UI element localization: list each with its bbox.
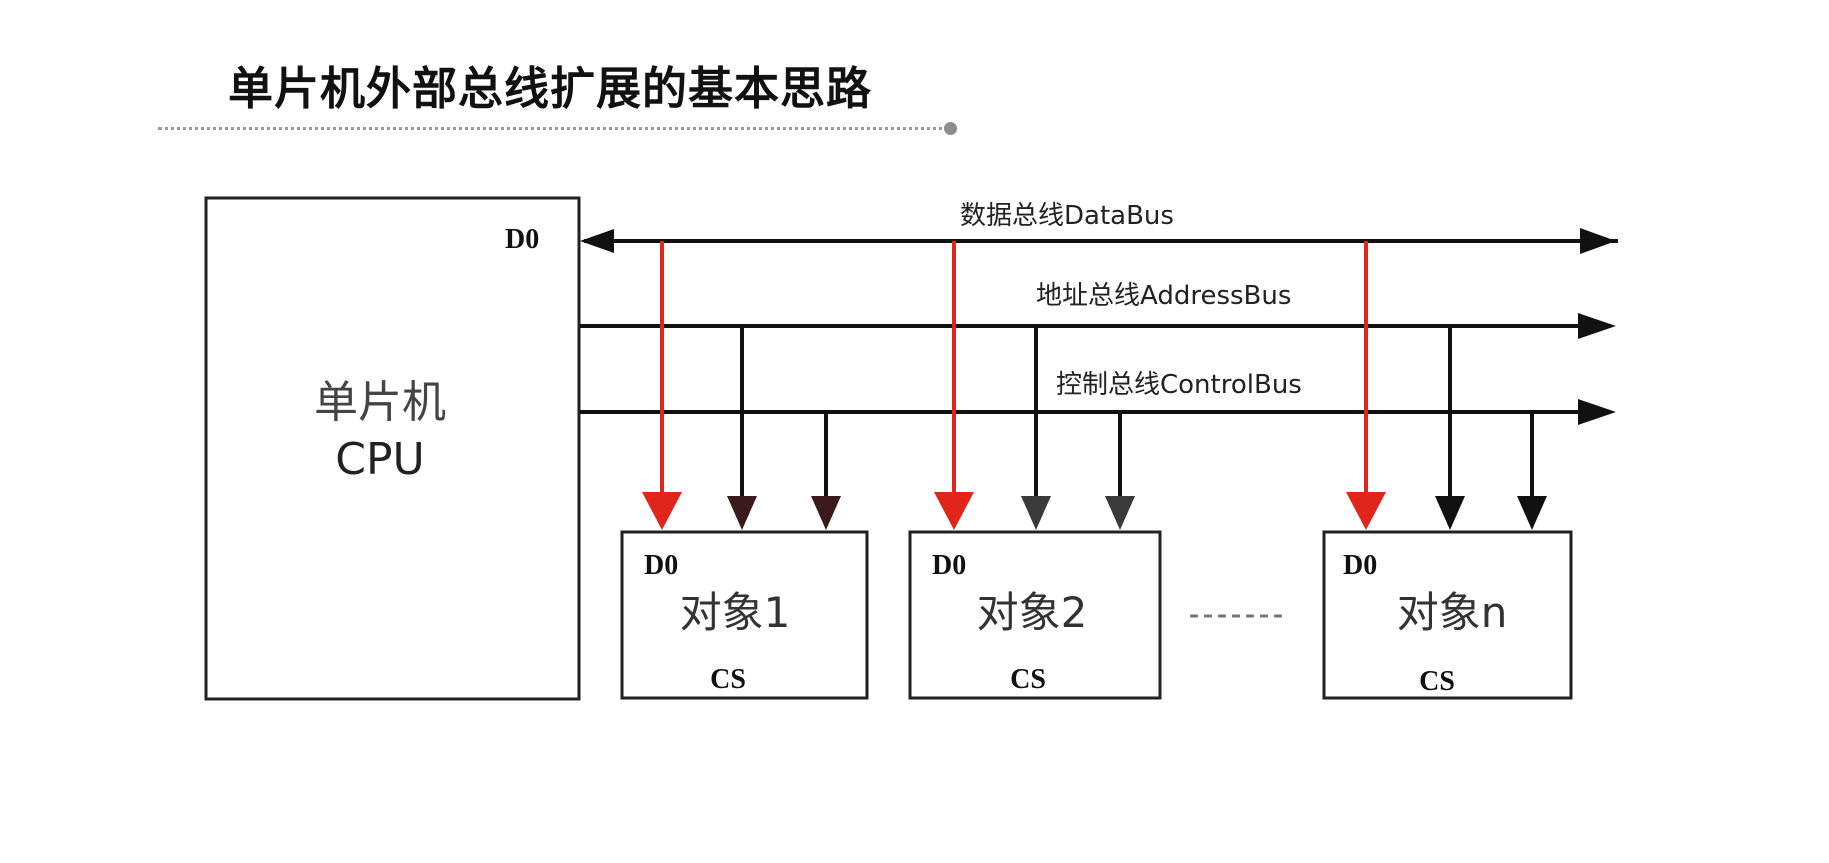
device-n-address-arrowhead [1435, 496, 1465, 530]
device-n-control-arrowhead [1517, 496, 1547, 530]
cpu-block: D0 单片机 CPU [204, 196, 581, 701]
address-bus: 地址总线AddressBus [580, 281, 1616, 339]
device-1-address-arrowhead [727, 496, 757, 530]
device-2-label: 对象2 [977, 588, 1088, 637]
cpu-label-en: CPU [335, 434, 424, 485]
cpu-pin-d0: D0 [505, 224, 539, 255]
data-bus-left-arrowhead [580, 229, 614, 253]
device-1: D0 对象1 CS [620, 241, 869, 700]
data-bus-right-arrowhead [1580, 228, 1616, 254]
device-n-box [1322, 530, 1573, 700]
address-bus-arrowhead [1578, 313, 1616, 339]
device-2-pin-d0: D0 [932, 550, 966, 581]
device-1-pin-d0: D0 [644, 550, 678, 581]
device-n-pin-cs: CS [1419, 666, 1455, 697]
device-1-pin-cs: CS [710, 664, 746, 695]
device-n-label: 对象n [1397, 588, 1508, 637]
device-1-label: 对象1 [680, 588, 791, 637]
device-1-data-arrowhead [642, 492, 682, 530]
data-bus-label: 数据总线DataBus [960, 201, 1174, 231]
device-2-address-arrowhead [1021, 496, 1051, 530]
device-1-control-arrowhead [811, 496, 841, 530]
title-underline [158, 127, 950, 130]
slide-title: 单片机外部总线扩展的基本思路 [228, 62, 873, 115]
cpu-box [204, 196, 581, 701]
device-2-control-arrowhead [1105, 496, 1135, 530]
device-n-data-arrowhead [1346, 492, 1386, 530]
control-bus: 控制总线ControlBus [580, 370, 1616, 425]
device-2: D0 对象2 CS [908, 241, 1162, 700]
control-bus-arrowhead [1578, 399, 1616, 425]
title-underline-end-dot [944, 122, 957, 135]
device-n-pin-d0: D0 [1343, 550, 1377, 581]
data-bus: 数据总线DataBus [580, 201, 1618, 254]
cpu-label-cn: 单片机 [314, 377, 446, 428]
device-2-data-arrowhead [934, 492, 974, 530]
device-1-box [620, 530, 869, 700]
address-bus-label: 地址总线AddressBus [1036, 281, 1291, 311]
device-2-pin-cs: CS [1010, 664, 1046, 695]
control-bus-label: 控制总线ControlBus [1056, 370, 1302, 400]
device-n: D0 对象n CS [1322, 241, 1573, 700]
device-2-box [908, 530, 1162, 700]
